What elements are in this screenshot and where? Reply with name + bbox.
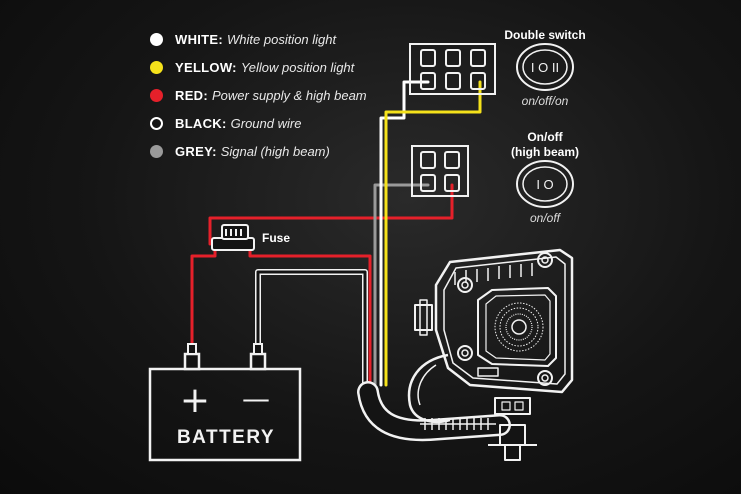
onoff-switch-symbol: I O	[536, 177, 553, 192]
legend-desc: Ground wire	[230, 115, 302, 131]
battery-minus: —	[242, 382, 270, 415]
legend-name: YELLOW:	[175, 59, 237, 75]
onoff-switch-connector	[411, 145, 469, 197]
red-wire-to-onoff-switch	[208, 183, 454, 246]
grey-dot-icon	[150, 144, 163, 158]
battery-plus: +	[180, 380, 210, 421]
battery-icon	[148, 343, 302, 462]
legend-desc: Yellow position light	[240, 59, 355, 75]
double-switch-caption: on/off/on	[521, 94, 569, 108]
legend-desc: Power supply & high beam	[211, 87, 367, 103]
legend-item-white: WHITE: White position light	[150, 25, 367, 53]
legend-item-yellow: YELLOW: Yellow position light	[150, 53, 367, 81]
red-wire-battery-to-fuse	[190, 242, 217, 347]
legend-item-black: BLACK: Ground wire	[150, 109, 367, 137]
legend-item-red: RED: Power supply & high beam	[150, 81, 367, 109]
double-switch-connector	[409, 43, 496, 95]
legend-name: BLACK:	[175, 115, 227, 131]
double-switch-title: Double switch	[504, 28, 586, 42]
yellow-dot-icon	[150, 60, 163, 74]
grey-wire-signal	[373, 183, 430, 387]
color-legend: WHITE: White position light YELLOW: Yell…	[150, 25, 367, 165]
onoff-switch-caption: on/off	[529, 211, 561, 225]
legend-item-grey: GREY: Signal (high beam)	[150, 137, 367, 165]
cable-grip	[420, 418, 496, 430]
legend-desc: White position light	[227, 31, 337, 47]
fuse-label: Fuse	[262, 231, 291, 245]
work-lamp-icon	[407, 248, 574, 461]
onoff-switch-title: On/off	[527, 130, 563, 144]
white-wire-position	[379, 80, 430, 387]
wires	[190, 80, 511, 442]
black-dot-icon	[150, 116, 163, 130]
white-dot-icon	[150, 32, 163, 46]
fuse-icon	[211, 224, 255, 251]
onoff-switch-subtitle: (high beam)	[511, 145, 579, 159]
legend-name: WHITE:	[175, 31, 224, 47]
onoff-switch-icon	[516, 160, 574, 208]
double-switch-symbol: I O II	[531, 60, 559, 75]
red-wire-fuse-to-lamp	[248, 242, 372, 387]
legend-name: RED:	[175, 87, 208, 103]
battery-label: BATTERY	[177, 427, 275, 448]
double-switch-icon	[516, 43, 574, 91]
legend-name: GREY:	[175, 143, 217, 159]
legend-desc: Signal (high beam)	[220, 143, 330, 159]
red-dot-icon	[150, 88, 163, 102]
yellow-wire-position	[384, 80, 482, 387]
